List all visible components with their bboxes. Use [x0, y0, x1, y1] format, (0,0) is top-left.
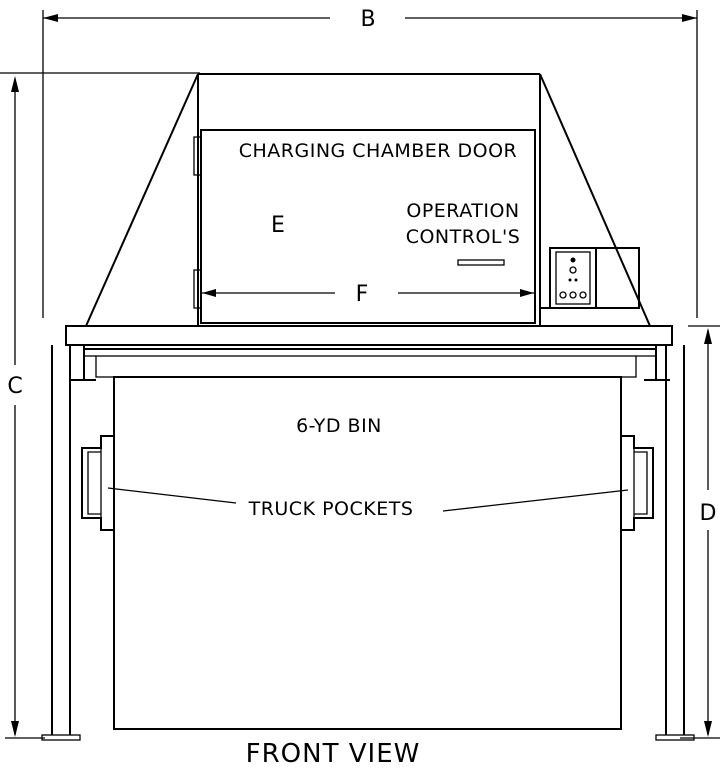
left-leg	[41, 345, 81, 741]
dimension-b: B	[42, 7, 698, 318]
dimension-c-label: C	[7, 374, 22, 399]
selector-switch-icon	[569, 266, 577, 274]
view-title: FRONT VIEW	[246, 739, 421, 769]
dimension-b-label: B	[360, 7, 375, 32]
bin-label: 6-YD BIN	[296, 415, 382, 437]
indicator-light-icon	[570, 257, 576, 263]
control-box	[540, 247, 640, 309]
door-label: CHARGING CHAMBER DOOR	[239, 140, 518, 162]
start-button-icon	[559, 291, 567, 299]
charging-hood	[85, 73, 651, 327]
lower-hinge-icon	[193, 269, 202, 309]
bin: 6-YD BIN	[113, 376, 622, 730]
operation-label-line2: CONTROL'S	[406, 226, 521, 248]
deck-frame	[65, 325, 673, 381]
upper-hinge-icon	[193, 136, 202, 176]
dimension-f: F	[201, 282, 535, 307]
right-leg	[655, 345, 695, 741]
truck-pockets-label: TRUCK POCKETS	[248, 498, 414, 520]
dimension-d: D	[680, 325, 720, 739]
dimension-d-label: D	[700, 501, 717, 526]
reset-button-icon	[579, 291, 587, 299]
dimension-c: C	[0, 72, 200, 739]
stop-button-icon	[569, 291, 577, 299]
dimension-f-label: F	[356, 282, 369, 307]
right-truck-pocket	[621, 435, 654, 531]
operation-label-line1: OPERATION	[406, 200, 519, 222]
dimension-e-label: E	[271, 213, 285, 238]
truck-pockets-callout: TRUCK POCKETS	[107, 487, 629, 520]
door-handle-icon	[457, 259, 505, 266]
left-truck-pocket	[81, 435, 114, 531]
charging-chamber-door: CHARGING CHAMBER DOOR OPERATION CONTROL'…	[193, 129, 536, 324]
